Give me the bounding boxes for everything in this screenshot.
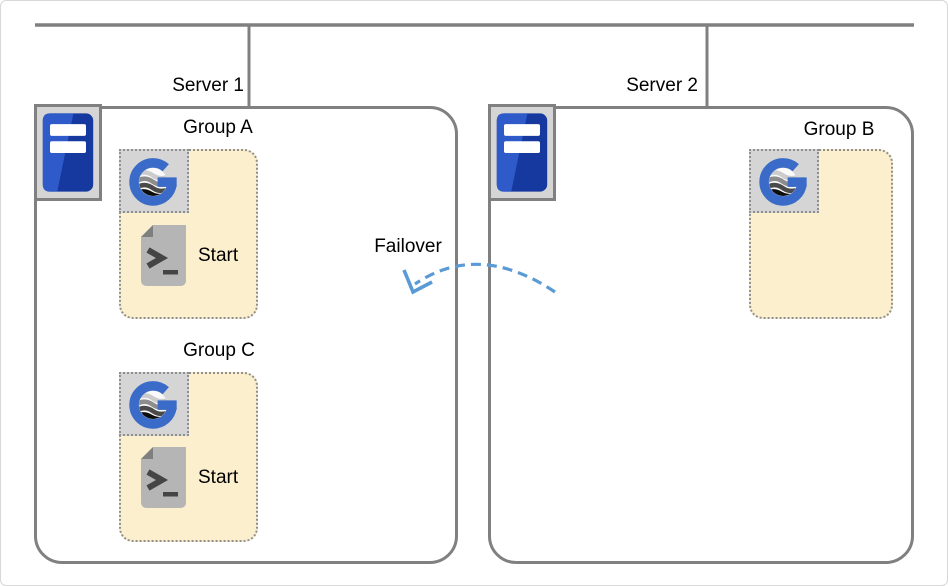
group-b-label: Group B — [803, 119, 875, 140]
gateway-g-icon — [119, 372, 189, 436]
group-c-start-script-label: Start — [198, 467, 239, 488]
shell-script-icon — [139, 224, 188, 287]
server-1-label: Server 1 — [172, 75, 244, 96]
group-a-start-script-label: Start — [198, 245, 239, 266]
failover-label: Failover — [374, 236, 442, 257]
group-a-label: Group A — [183, 117, 253, 138]
gateway-g-icon — [749, 149, 819, 213]
shell-script-icon — [139, 446, 188, 509]
server-2-label: Server 2 — [626, 75, 698, 96]
server-icon — [34, 104, 102, 201]
gateway-g-icon — [119, 149, 189, 213]
server-icon — [488, 104, 556, 201]
group-c-label: Group C — [183, 340, 255, 361]
